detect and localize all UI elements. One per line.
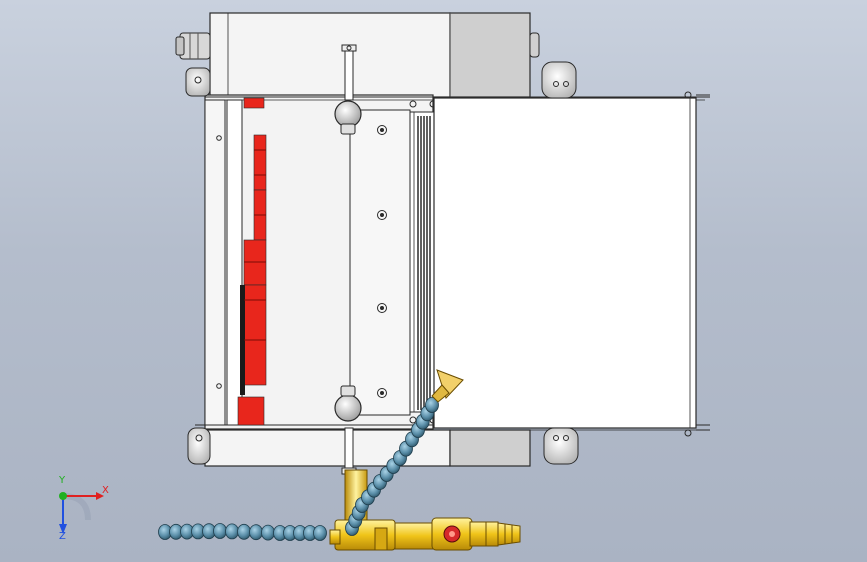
- top-motor-housing[interactable]: [209, 12, 531, 98]
- cable-gland: [175, 32, 211, 60]
- triad-graphic: [59, 492, 104, 534]
- motor-end-cap: [529, 32, 540, 58]
- hose-segment: [425, 397, 439, 413]
- tension-rod-top: [341, 44, 357, 101]
- caster-wheel-bottom-right: [543, 427, 579, 465]
- spray-nozzle[interactable]: [431, 369, 464, 403]
- caster-wheel-top-left: [185, 67, 211, 97]
- hose-segment: [249, 524, 263, 541]
- hose-segment: [225, 523, 239, 540]
- tension-knob-top[interactable]: [334, 100, 362, 135]
- hose-segment: [213, 523, 227, 539]
- hose-barb-connector[interactable]: [485, 521, 521, 547]
- drum-roller[interactable]: [409, 100, 437, 424]
- bottom-motor-housing[interactable]: [204, 429, 531, 467]
- hose-segment: [313, 525, 327, 541]
- red-scraper-flaps[interactable]: [237, 97, 267, 426]
- ball-valve[interactable]: [431, 517, 487, 551]
- filter-belt[interactable]: [433, 91, 710, 437]
- coolant-hose[interactable]: [158, 397, 439, 541]
- caster-wheel-bottom-left: [187, 427, 211, 465]
- z-axis-label: Z: [59, 531, 66, 542]
- y-axis-label: Y: [59, 475, 66, 486]
- tension-knob-bottom[interactable]: [334, 385, 362, 422]
- x-axis-label: X: [102, 485, 109, 496]
- drive-side-plate: [349, 109, 411, 416]
- hose-segment: [261, 524, 275, 541]
- coordinate-triad: X Y Z: [48, 476, 118, 544]
- hose-segment: [237, 523, 251, 540]
- caster-wheel-top-right: [541, 61, 577, 99]
